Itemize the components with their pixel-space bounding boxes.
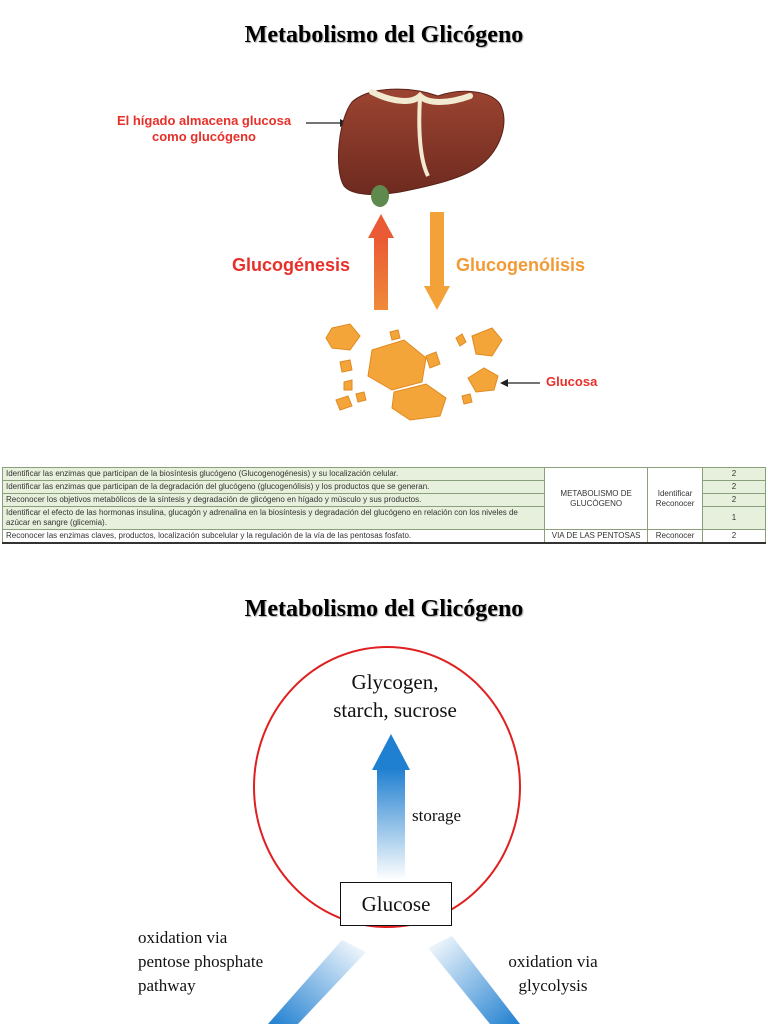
- right-label-line1: oxidation via: [508, 952, 598, 971]
- table-cell-objective: Reconocer los objetivos metabólicos de l…: [1, 493, 546, 507]
- table-cell-objective: Identificar el efecto de las hormonas in…: [1, 506, 546, 530]
- table-row: Identificar el efecto de las hormonas in…: [1, 506, 766, 530]
- storage-arrow: [372, 734, 410, 880]
- left-label-line2: pentose phosphate: [138, 952, 264, 971]
- liver-caption-line2: como glucógeno: [152, 129, 256, 144]
- table-cell-objective: Reconocer las enzimas claves, productos,…: [1, 529, 546, 544]
- liver-icon: [337, 88, 505, 207]
- glucogenolisis-arrow: [424, 212, 450, 310]
- glycogen-starch-sucrose-label: Glycogen, starch, sucrose: [300, 668, 490, 724]
- table-cell-count: 2: [702, 493, 766, 507]
- top-label-line1: Glycogen,: [351, 670, 439, 694]
- storage-label: storage: [412, 806, 462, 825]
- table-cell-count: 1: [702, 506, 766, 530]
- table-cell-count: 2: [702, 480, 766, 494]
- liver-caption: El hígado almacena glucosa como glucógen…: [96, 113, 312, 145]
- glycogen-liver-illustration: [306, 88, 540, 421]
- glucogenolisis-label: Glucogenólisis: [456, 255, 586, 275]
- left-label-line3: pathway: [138, 976, 196, 995]
- table-cell-verb: Identificar Reconocer: [647, 467, 704, 530]
- section-title: Metabolismo del Glicógeno: [244, 596, 524, 622]
- liver-caption-line1: El hígado almacena glucosa: [116, 113, 292, 128]
- glycolysis-label: oxidation via glycolysis: [488, 950, 618, 998]
- table-cell-count: 2: [702, 529, 766, 544]
- glucogenesis-arrow: [368, 214, 394, 310]
- table-row: Reconocer las enzimas claves, productos,…: [1, 529, 766, 544]
- table-cell-topic: METABOLISMO DE GLUCÓGENO: [544, 467, 649, 530]
- right-label-line2: glycolysis: [518, 976, 588, 995]
- table-cell-topic: VIA DE LAS PENTOSAS: [544, 529, 649, 544]
- glucose-box: Glucose: [340, 882, 452, 926]
- table-cell-objective: Identificar las enzimas que participan d…: [1, 480, 546, 494]
- table-cell-verb: Reconocer: [647, 529, 704, 544]
- glucosa-label: Glucosa: [546, 374, 598, 389]
- table-cell-count: 2: [702, 467, 766, 481]
- table-row: Identificar las enzimas que participan d…: [1, 480, 766, 494]
- objectives-table: Identificar las enzimas que participan d…: [1, 467, 766, 544]
- glucosa-pointer-arrow: [500, 379, 540, 387]
- left-label-line1: oxidation via: [138, 928, 228, 947]
- top-label-line2: starch, sucrose: [333, 698, 457, 722]
- table-row: Identificar las enzimas que participan d…: [1, 467, 766, 530]
- glucose-crystals-icon: [325, 323, 503, 421]
- table-cell-objective: Identificar las enzimas que participan d…: [1, 467, 546, 481]
- pentose-phosphate-label: oxidation via pentose phosphate pathway: [138, 926, 318, 998]
- glucogenesis-label: Glucogénesis: [232, 255, 351, 275]
- page-title: Metabolismo del Glicógeno: [244, 22, 524, 48]
